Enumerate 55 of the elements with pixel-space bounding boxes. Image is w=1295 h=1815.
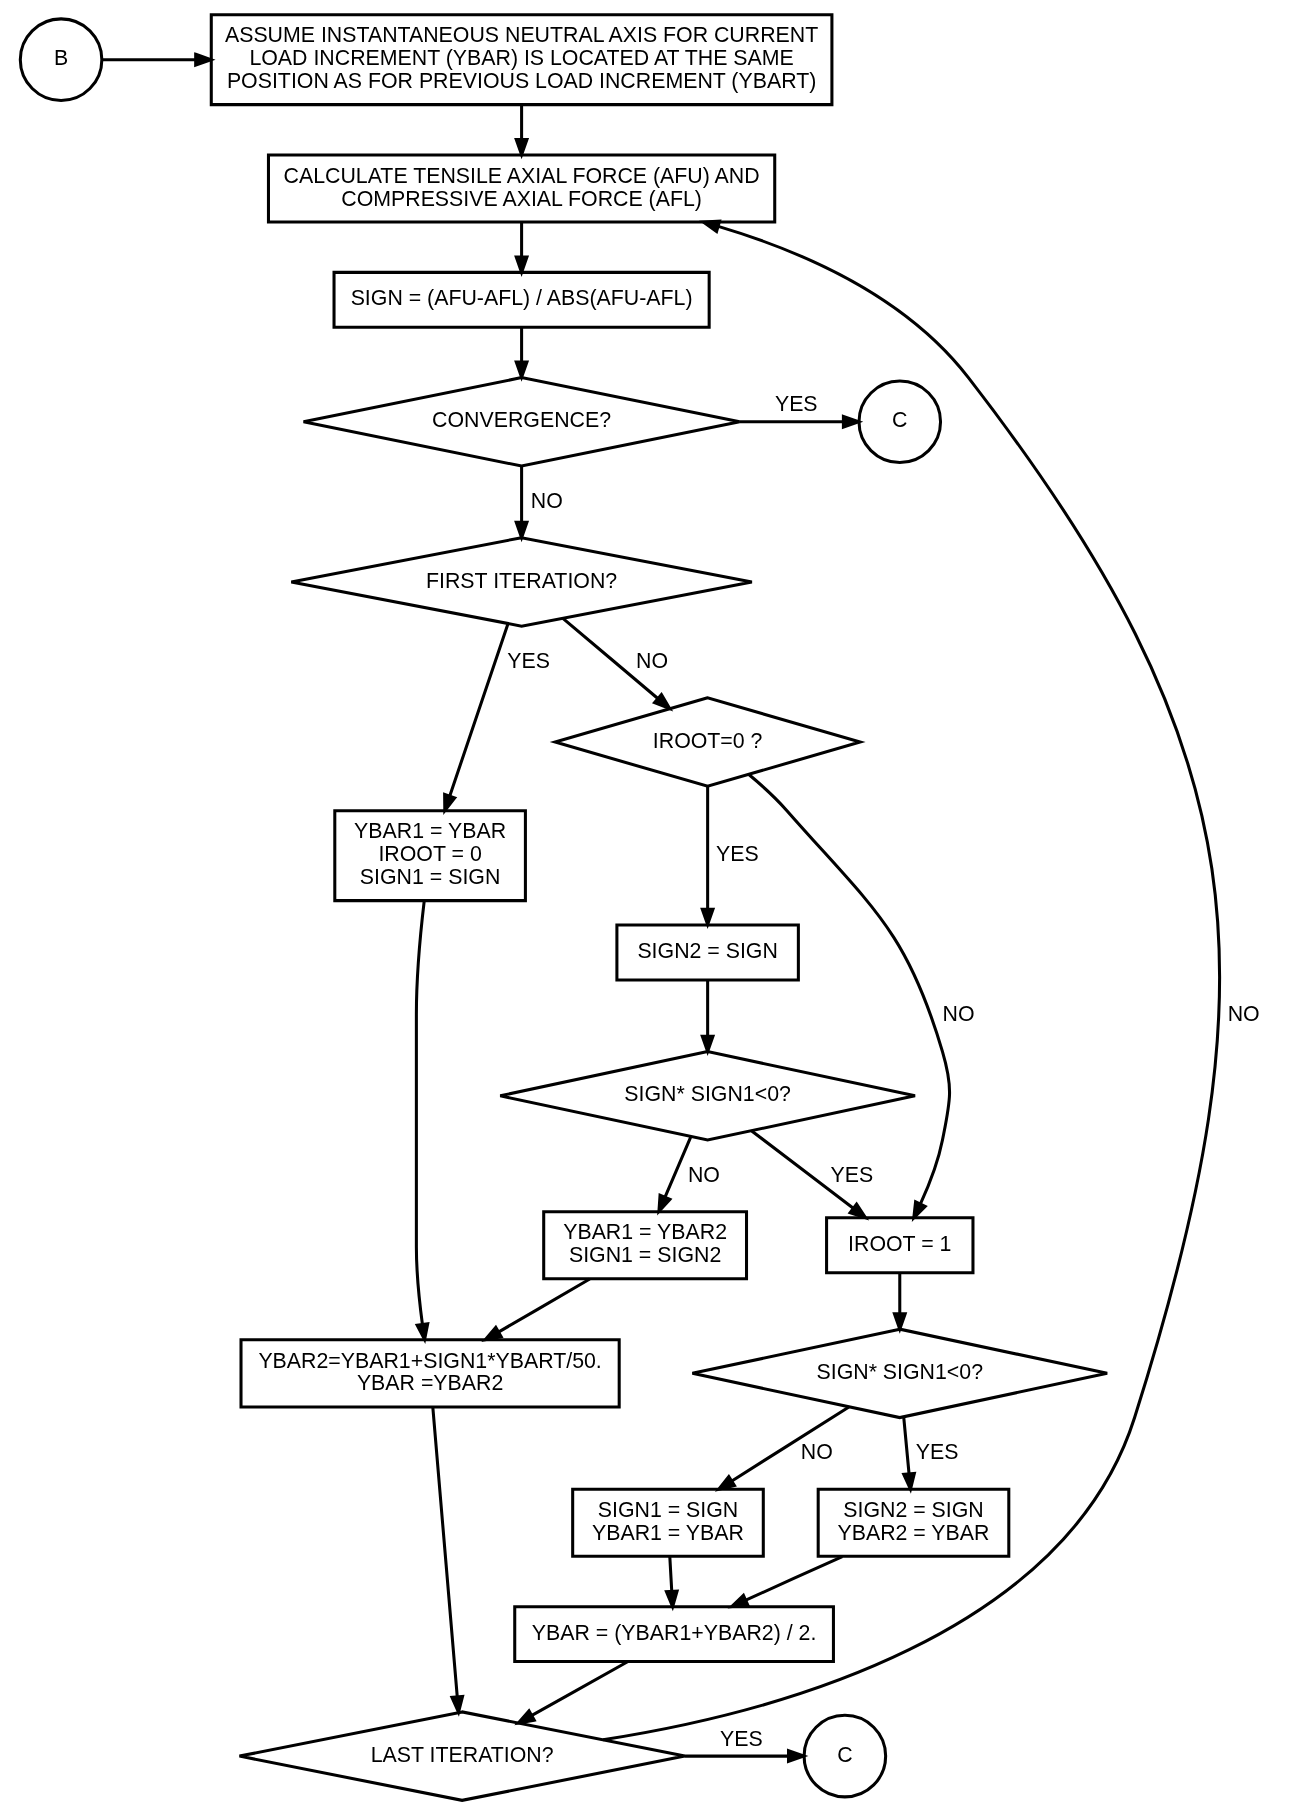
edge-label: YES: [915, 1440, 959, 1465]
node-box: ASSUME INSTANTANEOUS NEUTRAL AXIS FOR CURRENT LOAD INCREMENT (YBAR) IS LOCATED AT THE SAME POSITION AS FOR PREVIOUS LOAD INCREMENT (YBART): [209, 13, 834, 107]
arrow: [514, 327, 530, 382]
arrow: [431, 1407, 465, 1717]
arrow: [443, 623, 510, 815]
arrow: [514, 105, 530, 160]
arrow: [700, 786, 716, 930]
node-diamond: FIRST ITERATION?: [289, 536, 754, 628]
edge-label: NO: [636, 648, 669, 673]
node-box: YBAR1 = YBAR IROOT = 0 SIGN1 = SIGN: [333, 809, 527, 903]
edge-label: NO: [530, 488, 563, 513]
edge-label: NO: [687, 1162, 720, 1187]
arrow: [514, 222, 530, 277]
arrow: [714, 1405, 850, 1492]
arrow: [684, 1748, 809, 1764]
node-box: IROOT = 1: [825, 1216, 975, 1275]
edge-label: YES: [720, 1726, 763, 1751]
edge-label: NO: [1227, 1002, 1260, 1027]
node-box: YBAR = (YBAR1+YBAR2) / 2.: [513, 1605, 835, 1664]
arrow: [602, 219, 1221, 1742]
node-box: SIGN = (AFU-AFL) / ABS(AFU-AFL): [332, 270, 711, 329]
node-box: CALCULATE TENSILE AXIAL FORCE (AFU) AND COMPRESSIVE AXIAL FORCE (AFL): [266, 153, 777, 224]
node-box: YBAR1 = YBAR2 SIGN1 = SIGN2: [542, 1210, 749, 1281]
node-circle: B: [18, 17, 104, 102]
node-diamond: SIGN* SIGN1<0?: [498, 1050, 917, 1142]
arrow: [102, 52, 216, 68]
edge-label: YES: [716, 842, 759, 867]
edge-label: YES: [830, 1162, 874, 1187]
arrow: [739, 414, 864, 430]
arrow: [657, 1136, 693, 1216]
arrow: [514, 466, 530, 543]
arrow: [727, 1555, 843, 1609]
node-circle: C: [857, 379, 943, 465]
arrow: [892, 1273, 908, 1334]
node-box: SIGN2 = SIGN YBAR2 = YBAR: [816, 1487, 1011, 1558]
node-box: YBAR2=YBAR1+SIGN1*YBART/50. YBAR =YBAR2: [239, 1338, 621, 1409]
arrow: [414, 900, 430, 1345]
edge-label: NO: [942, 1002, 975, 1027]
edge-label: YES: [774, 392, 818, 417]
arrow: [700, 980, 716, 1057]
node-diamond: CONVERGENCE?: [302, 376, 742, 468]
arrow: [901, 1416, 917, 1494]
node-box: SIGN2 = SIGN: [615, 923, 800, 982]
edge-label: YES: [507, 648, 550, 673]
arrow: [664, 1556, 680, 1612]
arrow: [481, 1277, 591, 1343]
arrow: [561, 617, 674, 712]
node-diamond: SIGN* SIGN1<0?: [690, 1327, 1109, 1420]
arrow: [514, 1660, 629, 1726]
arrow: [750, 1129, 870, 1221]
arrow: [747, 773, 952, 1222]
edge-label: NO: [800, 1440, 833, 1465]
node-diamond: IROOT=0 ?: [549, 696, 866, 788]
node-box: SIGN1 = SIGN YBAR1 = YBAR: [571, 1487, 765, 1558]
node-circle: C: [802, 1713, 888, 1799]
